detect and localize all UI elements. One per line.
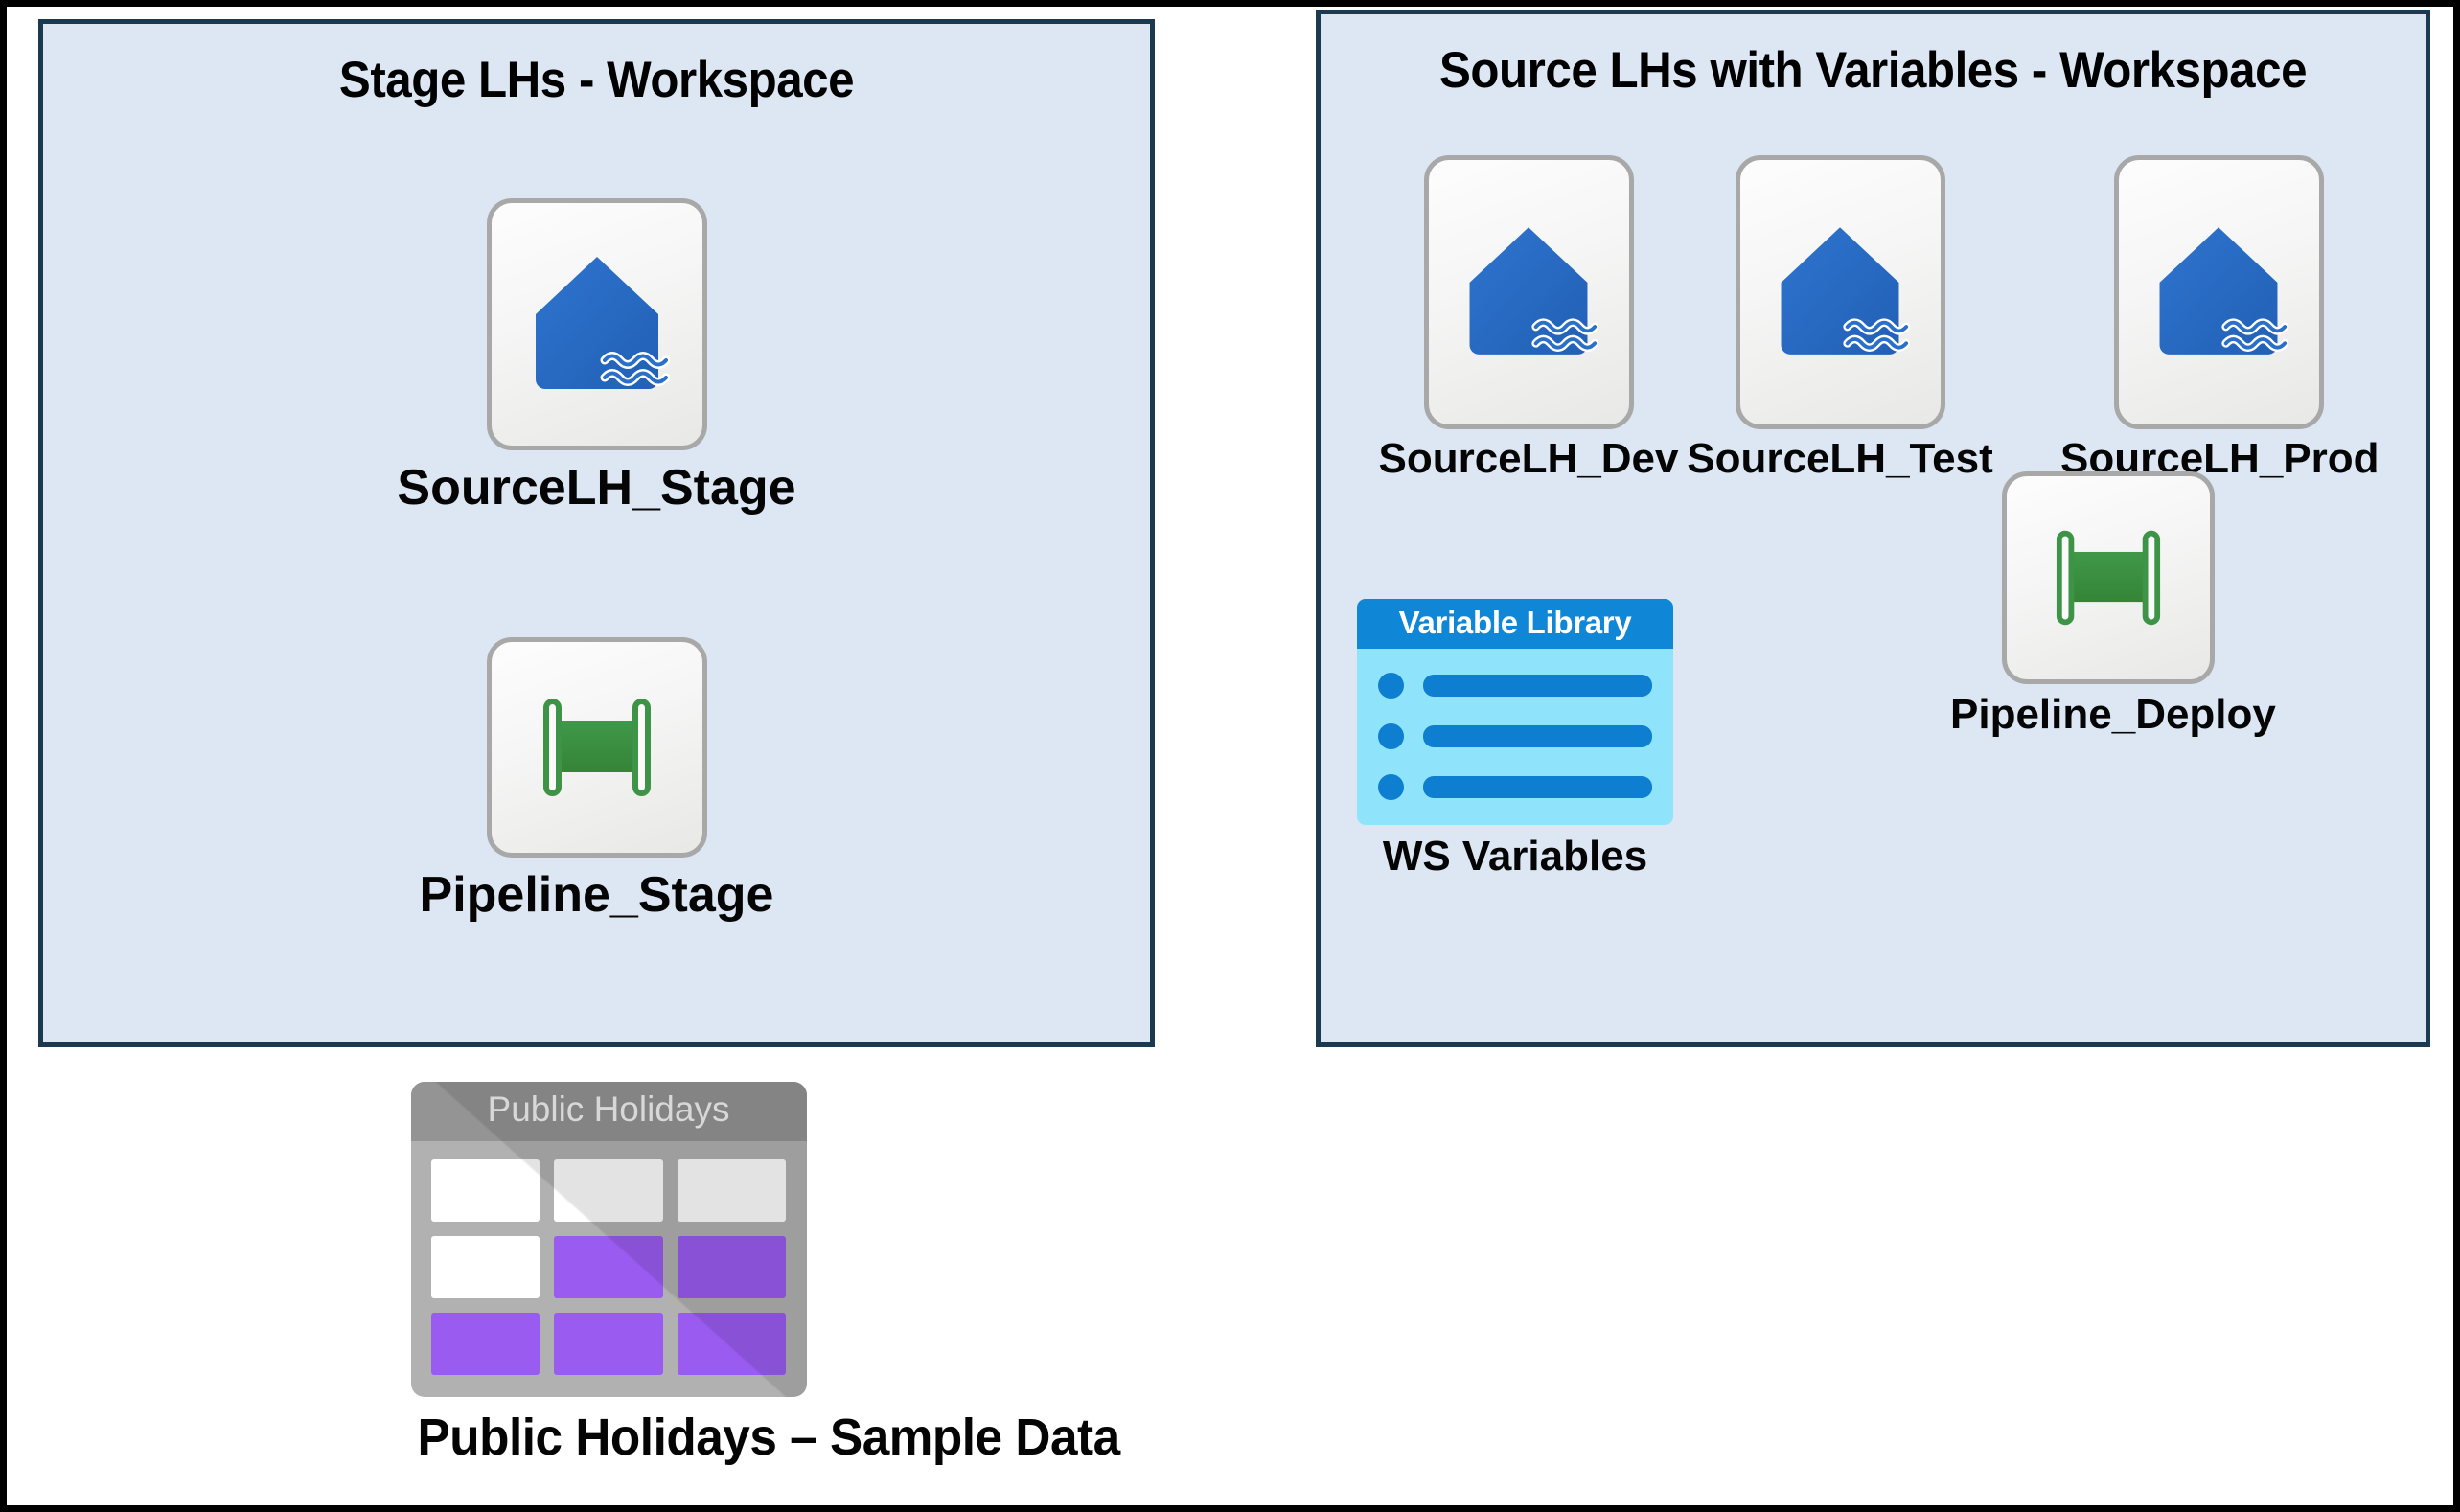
variable-library-header: Variable Library — [1357, 599, 1673, 649]
item-label-sourcelh-stage: SourceLH_Stage — [397, 460, 796, 515]
workspace-title-stage: Stage LHs - Workspace — [338, 52, 855, 108]
bullet-icon — [1378, 774, 1404, 800]
table-cell — [430, 1236, 540, 1298]
item-ws-variables[interactable]: Variable Library WS Varia — [1328, 599, 1702, 879]
tile-sourcelh-stage[interactable] — [486, 198, 707, 450]
item-sourcelh-stage[interactable]: SourceLH_Stage — [43, 198, 1150, 515]
table-cell — [554, 1313, 663, 1375]
item-pipeline-deploy[interactable]: Pipeline_Deploy — [1950, 471, 2276, 738]
tile-sourcelh-dev[interactable] — [1423, 155, 1634, 429]
pipeline-icon — [2050, 524, 2167, 631]
tile-pipeline-deploy[interactable] — [2002, 471, 2215, 684]
table-cell — [554, 1159, 663, 1222]
item-public-holidays[interactable]: Public Holidays Public Holidays – Sample… — [407, 1082, 1121, 1466]
lakehouse-icon — [1770, 223, 1910, 362]
item-label-ws-variables: WS Variables — [1382, 833, 1648, 880]
item-sourcelh-dev[interactable]: SourceLH_Dev — [1370, 155, 1687, 481]
workspace-title-source: Source LHs with Variables - Workspace — [1438, 42, 2308, 99]
table-cell — [677, 1159, 787, 1222]
list-item — [1378, 673, 1652, 699]
variable-bar — [1423, 675, 1652, 697]
item-label-pipeline-deploy: Pipeline_Deploy — [1950, 691, 2276, 738]
table-cell — [554, 1236, 663, 1298]
tile-sourcelh-prod[interactable] — [2113, 155, 2324, 429]
table-cell — [430, 1159, 540, 1222]
public-holidays-table-icon[interactable]: Public Holidays — [410, 1082, 807, 1397]
item-pipeline-stage[interactable]: Pipeline_Stage — [43, 637, 1150, 922]
table-cell — [677, 1313, 787, 1375]
public-holidays-grid — [411, 1141, 807, 1397]
bullet-icon — [1378, 673, 1404, 699]
item-label-sourcelh-test: SourceLH_Test — [1687, 435, 1993, 482]
lakehouse-icon — [2149, 223, 2288, 362]
list-item — [1378, 723, 1652, 749]
workspace-panel-source: Source LHs with Variables - Workspace — [1316, 10, 2430, 1047]
variable-library-icon[interactable]: Variable Library — [1357, 599, 1673, 825]
pipeline-icon — [537, 692, 657, 803]
variable-bar — [1423, 776, 1652, 798]
tile-sourcelh-test[interactable] — [1735, 155, 1945, 429]
table-cell — [430, 1313, 540, 1375]
item-sourcelh-test[interactable]: SourceLH_Test — [1682, 155, 1998, 481]
variable-library-list — [1357, 649, 1673, 825]
table-cell — [677, 1236, 787, 1298]
lakehouse-icon — [1459, 223, 1598, 362]
item-label-sourcelh-dev: SourceLH_Dev — [1378, 435, 1679, 482]
lakehouse-icon — [524, 253, 670, 397]
bullet-icon — [1378, 723, 1404, 749]
tile-pipeline-stage[interactable] — [486, 637, 707, 858]
list-item — [1378, 774, 1652, 800]
public-holidays-table-header: Public Holidays — [410, 1082, 807, 1141]
item-sourcelh-prod[interactable]: SourceLH_Prod — [2060, 155, 2380, 481]
item-label-pipeline-stage: Pipeline_Stage — [419, 867, 774, 923]
workspace-panel-stage: Stage LHs - Workspace — [38, 19, 1155, 1047]
variable-bar — [1423, 725, 1652, 747]
item-label-public-holidays: Public Holidays – Sample Data — [417, 1409, 1121, 1466]
